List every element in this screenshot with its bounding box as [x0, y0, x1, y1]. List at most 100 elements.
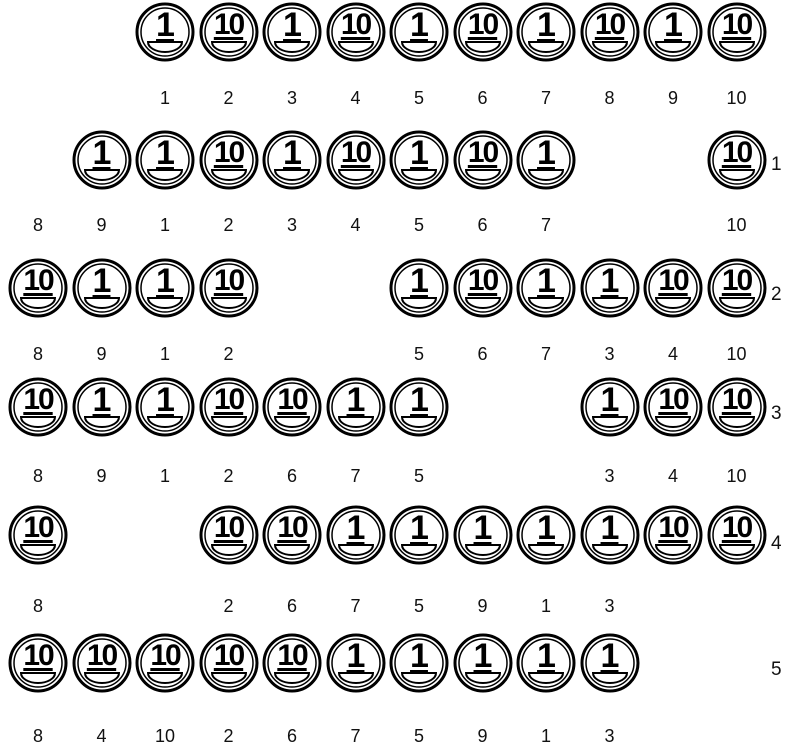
position-label: 8 — [32, 596, 43, 616]
coin-10: 10 — [262, 505, 322, 565]
coin-1: 1 — [72, 258, 132, 318]
coin-value: 1 — [156, 381, 175, 419]
coin-value: 1 — [346, 509, 366, 547]
coin-10: 10 — [643, 377, 703, 437]
coin-value: 1 — [283, 6, 302, 44]
position-label: 5 — [413, 215, 424, 235]
coin-value: 10 — [467, 8, 499, 41]
position-label: 2 — [223, 466, 234, 486]
position-label: 7 — [540, 215, 551, 235]
position-label: 7 — [350, 596, 361, 616]
position-label: 1 — [159, 215, 170, 235]
coin-1: 1 — [516, 130, 576, 190]
coin-value: 10 — [277, 511, 308, 544]
position-label: 5 — [413, 466, 424, 486]
position-label: 9 — [477, 596, 488, 616]
position-label: 2 — [223, 215, 234, 235]
step-number: 3 — [771, 403, 782, 424]
position-label: 3 — [286, 88, 297, 108]
coin-10: 10 — [8, 505, 68, 565]
coin-1: 1 — [453, 633, 513, 693]
coin-1: 1 — [580, 377, 640, 437]
position-label: 1 — [159, 466, 170, 486]
position-label: 5 — [413, 726, 424, 746]
position-label: 7 — [540, 344, 551, 364]
coin-10: 10 — [199, 633, 259, 693]
coin-1: 1 — [262, 130, 322, 190]
coin-value: 1 — [537, 262, 556, 300]
coin-10: 10 — [707, 2, 767, 62]
coin-value: 10 — [213, 264, 245, 297]
coin-value: 10 — [213, 8, 245, 41]
position-label: 5 — [413, 88, 424, 108]
coin-value: 10 — [23, 511, 54, 544]
coin-value: 1 — [156, 134, 175, 172]
coin-value: 10 — [721, 8, 753, 41]
step-number: 1 — [771, 154, 782, 175]
position-label: 2 — [223, 596, 234, 616]
position-label: 10 — [726, 344, 747, 364]
coin-value: 10 — [86, 639, 118, 672]
coin-value: 10 — [277, 383, 308, 416]
coin-value: 10 — [23, 264, 54, 297]
coin-1: 1 — [643, 2, 703, 62]
coin-value: 1 — [410, 6, 429, 44]
coin-10: 10 — [707, 130, 767, 190]
coin-value: 1 — [600, 509, 620, 547]
coin-10: 10 — [326, 2, 386, 62]
coin-10: 10 — [8, 377, 68, 437]
coin-1: 1 — [389, 258, 449, 318]
coin-10: 10 — [262, 633, 322, 693]
position-label: 4 — [667, 466, 678, 486]
coin-value: 10 — [721, 383, 753, 416]
position-label: 9 — [96, 466, 107, 486]
coin-value: 1 — [92, 381, 112, 419]
coin-1: 1 — [389, 633, 449, 693]
coin-value: 1 — [537, 6, 556, 44]
coin-1: 1 — [72, 377, 132, 437]
coin-10: 10 — [453, 258, 513, 318]
step-number: 4 — [771, 533, 782, 554]
position-label: 9 — [667, 88, 678, 108]
position-label: 8 — [32, 466, 43, 486]
position-label: 3 — [604, 726, 615, 746]
coin-value: 10 — [658, 264, 689, 297]
coin-10: 10 — [8, 258, 68, 318]
position-label: 10 — [154, 726, 176, 746]
coin-10: 10 — [643, 505, 703, 565]
coin-1: 1 — [326, 505, 386, 565]
coin-1: 1 — [516, 505, 576, 565]
coin-value: 1 — [346, 637, 366, 675]
coin-value: 1 — [410, 262, 429, 300]
coin-value: 1 — [473, 509, 493, 547]
coin-10: 10 — [199, 2, 259, 62]
position-label: 8 — [604, 88, 615, 108]
coin-10: 10 — [707, 505, 767, 565]
coin-10: 10 — [580, 2, 640, 62]
coin-10: 10 — [199, 258, 259, 318]
coin-10: 10 — [643, 258, 703, 318]
position-label: 7 — [540, 88, 551, 108]
coin-value: 1 — [92, 134, 112, 172]
coin-1: 1 — [135, 258, 195, 318]
coin-10: 10 — [8, 633, 68, 693]
coin-10: 10 — [199, 377, 259, 437]
position-label: 6 — [286, 466, 297, 486]
position-label: 1 — [159, 344, 170, 364]
position-label: 4 — [667, 344, 678, 364]
coin-1: 1 — [389, 377, 449, 437]
coin-value: 1 — [410, 381, 429, 419]
coin-value: 1 — [92, 262, 112, 300]
position-label: 6 — [477, 88, 488, 108]
position-label: 1 — [159, 88, 170, 108]
coin-value: 1 — [600, 381, 620, 419]
position-label: 9 — [96, 344, 107, 364]
coin-value: 10 — [721, 136, 753, 169]
coin-10: 10 — [262, 377, 322, 437]
coin-1: 1 — [516, 633, 576, 693]
position-label: 6 — [477, 344, 488, 364]
position-label: 1 — [540, 596, 551, 616]
coin-value: 10 — [467, 264, 499, 297]
coin-1: 1 — [326, 633, 386, 693]
coin-value: 10 — [658, 511, 689, 544]
